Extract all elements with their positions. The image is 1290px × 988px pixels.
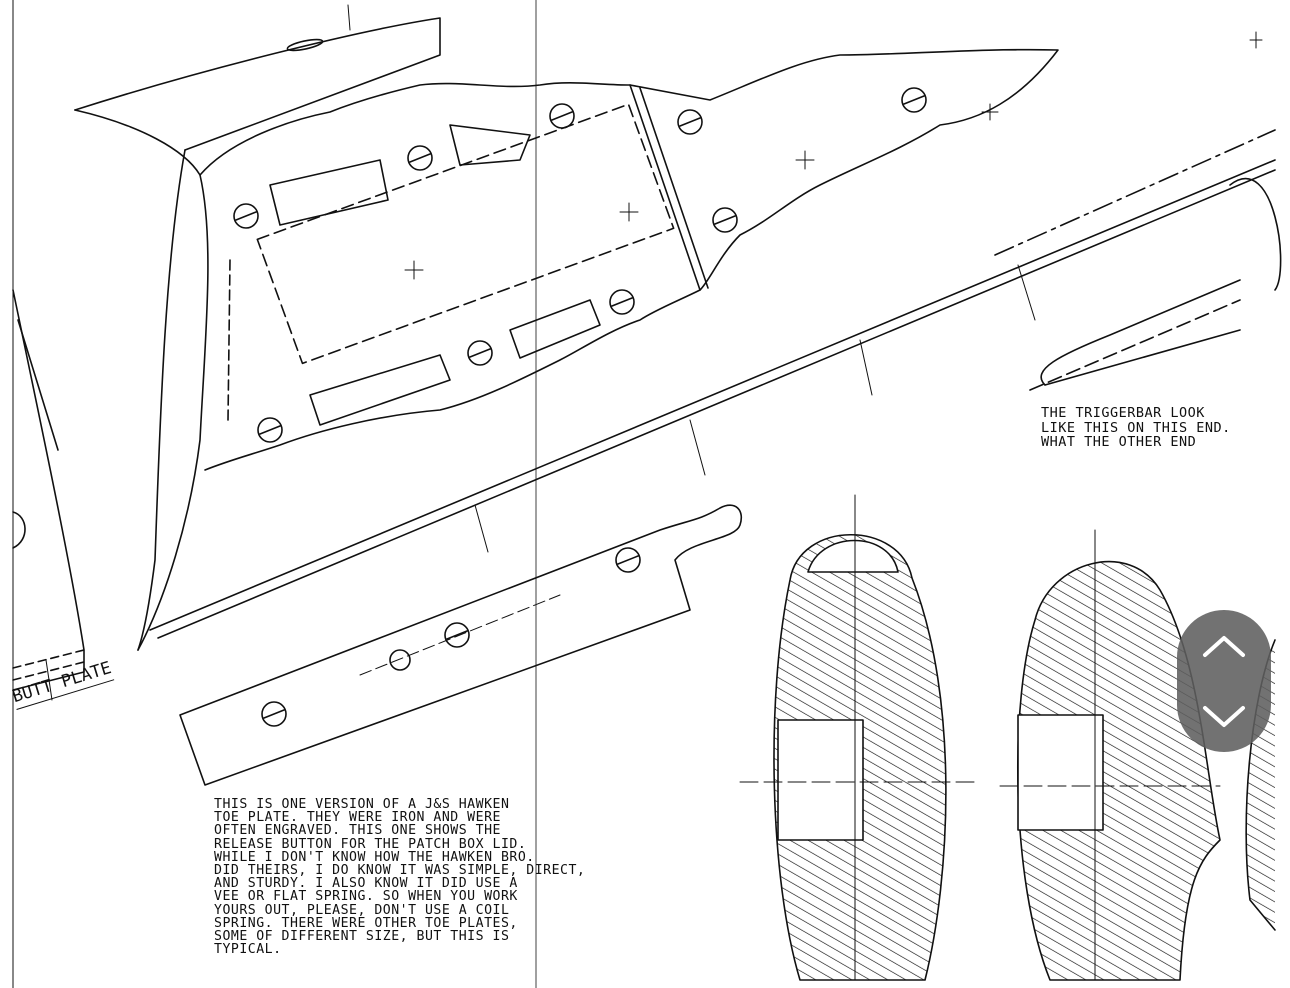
- cross-section-left: [739, 494, 976, 981]
- barrel-lines: [149, 31, 1282, 639]
- cross-section-right: [999, 529, 1276, 981]
- page-nav-control: [1177, 610, 1271, 752]
- spring-drawing: [179, 504, 742, 786]
- trigger-bar-sketch: [1040, 279, 1241, 386]
- stock-outline: [74, 17, 441, 151]
- toe-plate-drawing: [74, 48, 1059, 651]
- trigger-bar-note: THE TRIGGERBAR LOOK LIKE THIS ON THIS EN…: [1041, 405, 1231, 450]
- scroll-up-button[interactable]: [1177, 610, 1271, 681]
- chevron-up-icon: [1203, 635, 1245, 657]
- chevron-down-icon: [1203, 705, 1245, 727]
- toe-plate-note: THIS IS ONE VERSION OF A J&S HAWKEN TOE …: [214, 797, 586, 958]
- scroll-down-button[interactable]: [1177, 681, 1271, 752]
- butt-plate-drawing: [12, 289, 85, 701]
